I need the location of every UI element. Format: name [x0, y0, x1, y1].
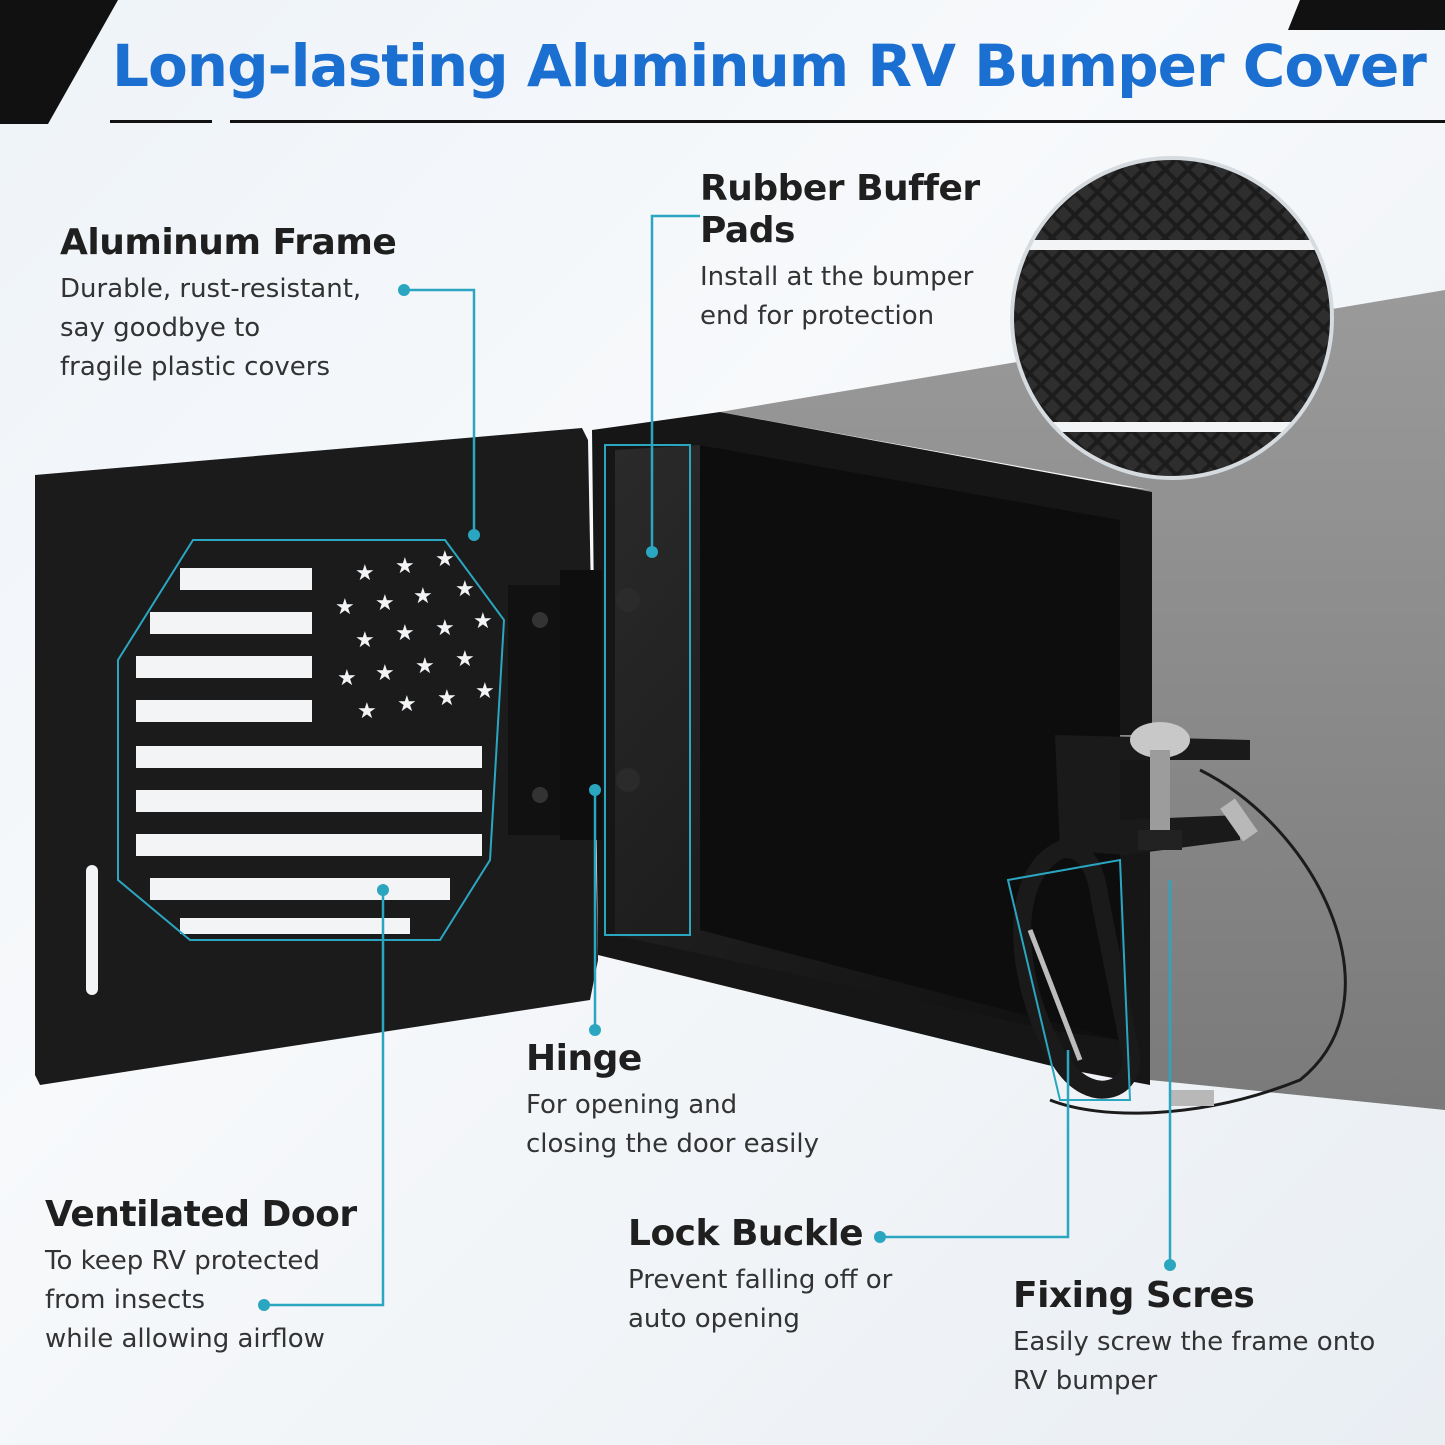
svg-text:★: ★ [335, 595, 355, 620]
feature-title: Ventilated Door [45, 1194, 357, 1235]
feature-title: Lock Buckle [628, 1213, 864, 1254]
svg-text:★: ★ [435, 616, 455, 641]
feature-aluminum-frame: Aluminum Frame Durable, rust-resistant, … [60, 222, 397, 387]
svg-text:★: ★ [437, 686, 457, 711]
annotation-dots [258, 284, 1176, 1311]
svg-text:★: ★ [337, 666, 357, 691]
feature-title: Aluminum Frame [60, 222, 397, 263]
title-underline [230, 120, 1445, 123]
feature-ventilated-door: Ventilated Door To keep RV protected fro… [45, 1194, 357, 1359]
svg-text:★: ★ [355, 628, 375, 653]
fixing-screw [1130, 722, 1190, 850]
bracket-plate [1055, 735, 1250, 855]
feature-hinge: Hinge For opening and closing the door e… [526, 1038, 819, 1164]
svg-text:★: ★ [357, 699, 377, 724]
svg-text:★: ★ [395, 554, 415, 579]
feature-fixing-screws: Fixing Scres Easily screw the frame onto… [1013, 1275, 1375, 1401]
annotation-lines [117, 214, 1172, 1307]
svg-text:★: ★ [455, 647, 475, 672]
svg-text:★: ★ [473, 609, 493, 634]
flag-cutout [86, 568, 482, 995]
feature-description: For opening and closing the door easily [526, 1090, 819, 1159]
feature-title: Hinge [526, 1038, 642, 1079]
svg-text:★: ★ [435, 547, 455, 572]
svg-text:★: ★ [455, 577, 475, 602]
bumper-tube [720, 290, 1445, 1110]
rubber-pad-zoom [1012, 158, 1332, 478]
svg-text:★: ★ [375, 591, 395, 616]
feature-title: Rubber Buffer Pads [700, 168, 980, 251]
svg-text:★: ★ [397, 692, 417, 717]
feature-rubber-buffer-pads: Rubber Buffer Pads Install at the bumper… [700, 168, 980, 336]
title-underline [110, 120, 212, 123]
safety-cable [1049, 768, 1347, 1115]
svg-text:★: ★ [375, 661, 395, 686]
feature-description: To keep RV protected from insects while … [45, 1246, 325, 1354]
feature-description: Easily screw the frame onto RV bumper [1013, 1327, 1376, 1396]
svg-text:★: ★ [415, 654, 435, 679]
feature-description: Install at the bumper end for protection [700, 262, 974, 331]
feature-lock-buckle: Lock Buckle Prevent falling off or auto … [628, 1213, 892, 1339]
svg-text:★: ★ [355, 561, 375, 586]
svg-text:★: ★ [413, 584, 433, 609]
feature-description: Durable, rust-resistant, say goodbye to … [60, 274, 362, 382]
feature-title: Fixing Scres [1013, 1275, 1255, 1316]
page-title: Long-lasting Aluminum RV Bumper Cover [112, 32, 1427, 100]
feature-description: Prevent falling off or auto opening [628, 1265, 893, 1334]
flag-stars: ★★★ ★★★★ ★★★★ ★★★★ ★★★★ [335, 547, 495, 724]
corner-decoration [0, 0, 118, 124]
corner-decoration [1288, 0, 1445, 30]
svg-text:★: ★ [475, 679, 495, 704]
svg-text:★: ★ [395, 621, 415, 646]
lock-buckle [1013, 840, 1141, 1099]
